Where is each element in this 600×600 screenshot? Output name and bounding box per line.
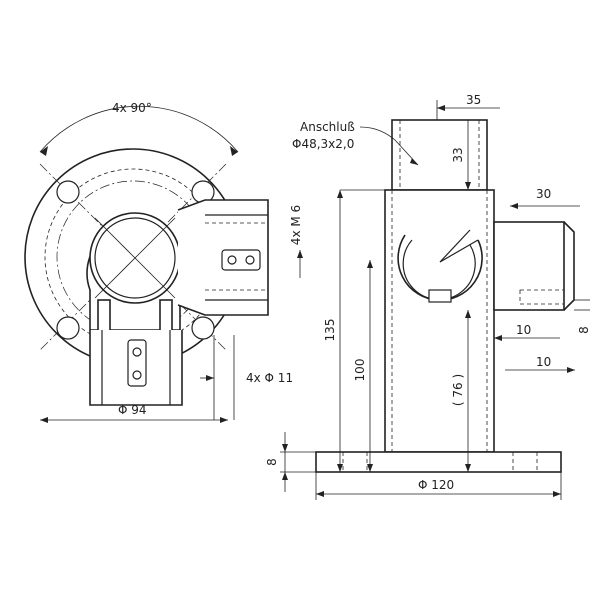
clamp-screw [428,289,452,303]
dim8l-arrow-bottom [282,472,288,480]
dim8l-arrow-top [282,444,288,452]
dim100-arrow-bottom [367,464,373,472]
base-flange [315,451,562,473]
dim35-arrow [437,105,445,111]
grub-screw-2 [245,255,255,265]
dia94-arrow-right [220,417,228,423]
dim100-label: 100 [353,359,367,382]
dim135-arrow-bottom [337,464,343,472]
grub-screw-3 [132,347,142,357]
dim76-arrow-top [465,310,471,318]
tube-bore-inner [94,217,176,299]
dim100-arrow-top [367,260,373,268]
angle-label: 4x 90° [112,101,152,115]
connection-dia: Φ48,3x2,0 [292,137,354,151]
front-view: Anschluß Φ48,3x2,0 35 33 30 135 100 ( 76 [265,93,591,500]
dim76-label: ( 76 ) [451,374,465,406]
main-body [384,189,495,453]
dim30-label: 30 [536,187,551,201]
spigot-chamfer [563,221,575,311]
clamp-slot-line-2 [439,229,471,263]
thread-label: 4x M 6 [289,205,303,245]
dim8-left-label: 8 [265,458,279,466]
dia94-label: Φ 94 [118,403,147,417]
dim10b-label: 10 [536,355,551,369]
bolt-hole-top-left [56,180,80,204]
angle-dim-arc [39,105,239,153]
dim10a-arrow [494,335,502,341]
dim76-arrow-bottom [465,464,471,472]
dim33-label: 33 [451,147,465,162]
dia120-label: Φ 120 [418,478,454,492]
dim10b-arrow [567,367,575,373]
bolt-hole-arrow [206,375,214,381]
dia120-arrow-right [553,491,561,497]
clamp-slot-line [439,239,479,263]
connection-leader [359,126,419,166]
thread-arrow [297,250,303,258]
dim33-arrow [465,182,471,190]
connection-arrow [410,158,418,165]
dim8-right-label: 8 [577,326,591,334]
dia120-arrow-left [316,491,324,497]
grub-screw-1 [227,255,237,265]
dim10a-label: 10 [516,323,531,337]
dim30-arrow [510,203,518,209]
dim135-arrow-top [337,190,343,198]
bolt-hole-label: 4x Φ 11 [246,371,293,385]
connection-title: Anschluß [300,120,355,134]
bore-diag-2 [94,217,176,299]
dia94-arrow-left [40,417,48,423]
bolt-hole-bottom-left [56,316,80,340]
grub-screw-slot-right [221,249,261,271]
side-spigot [493,221,565,311]
grub-screw-4 [132,370,142,380]
dim135-label: 135 [323,319,337,342]
top-view: 4x 90° 4x M 6 4x Φ 11 Φ 94 [24,101,303,423]
top-tube [391,119,488,191]
angle-arrow-left [40,146,48,156]
spigot-thread-dash [519,289,565,305]
dim35-label: 35 [466,93,481,107]
angle-arrow-right [230,146,238,156]
bolt-hole-bottom-right [191,316,215,340]
